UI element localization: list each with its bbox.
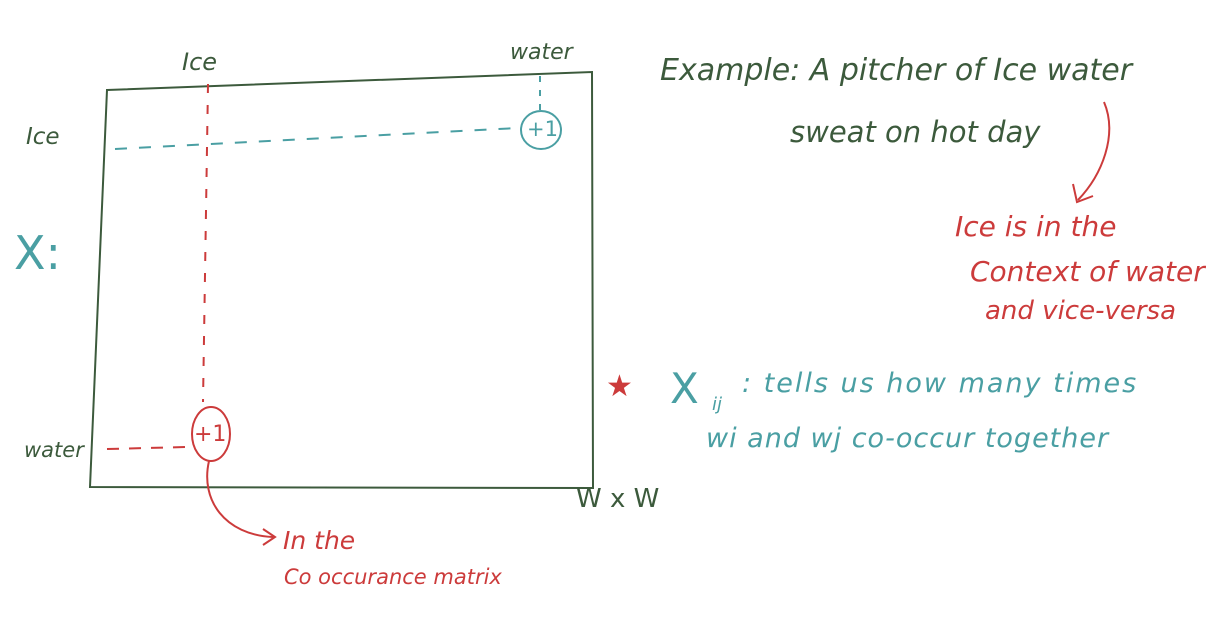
matrix-note-arrow: [206, 460, 274, 538]
context-note-line-3: and vice-versa: [985, 296, 1177, 326]
matrix-variable-label: X:: [14, 226, 62, 280]
context-note-arrow-head: [1072, 183, 1094, 204]
xij-symbol: X: [670, 364, 699, 413]
example-line-2: sweat on hot day: [790, 115, 1041, 149]
xij-note-line-1: : tells us how many times: [742, 368, 1139, 399]
xij-note-line-2: wi and wj co-occur together: [706, 423, 1110, 454]
column-label-water: water: [510, 40, 573, 65]
row-label-water: water: [24, 438, 84, 462]
matrix-note-arrow-head: [262, 528, 277, 546]
xij-subscript: ij: [712, 394, 723, 415]
row-label-ice: Ice: [26, 124, 60, 150]
plus-one-top: +1: [527, 117, 558, 141]
context-note-line-1: Ice is in the: [955, 210, 1117, 243]
matrix-size-label: W x W: [576, 484, 660, 514]
plus-top-circle: [520, 110, 562, 150]
column-label-ice: Ice: [182, 48, 218, 76]
context-note-arrow: [1077, 101, 1111, 201]
star-icon: ★: [606, 369, 633, 404]
matrix-note-line-2: Co occurance matrix: [284, 565, 502, 589]
context-note-line-2: Context of water: [970, 255, 1205, 288]
plus-bottom-circle: [191, 406, 231, 462]
matrix-note-line-1: In the: [283, 526, 356, 555]
ice-col-guide: [202, 83, 209, 403]
example-line-1: Example: A pitcher of Ice water: [660, 53, 1133, 88]
ice-row-guide: [114, 127, 519, 150]
matrix-box: [88, 70, 595, 490]
plus-one-bottom: +1: [194, 422, 227, 447]
water-row-guide: [106, 446, 187, 450]
